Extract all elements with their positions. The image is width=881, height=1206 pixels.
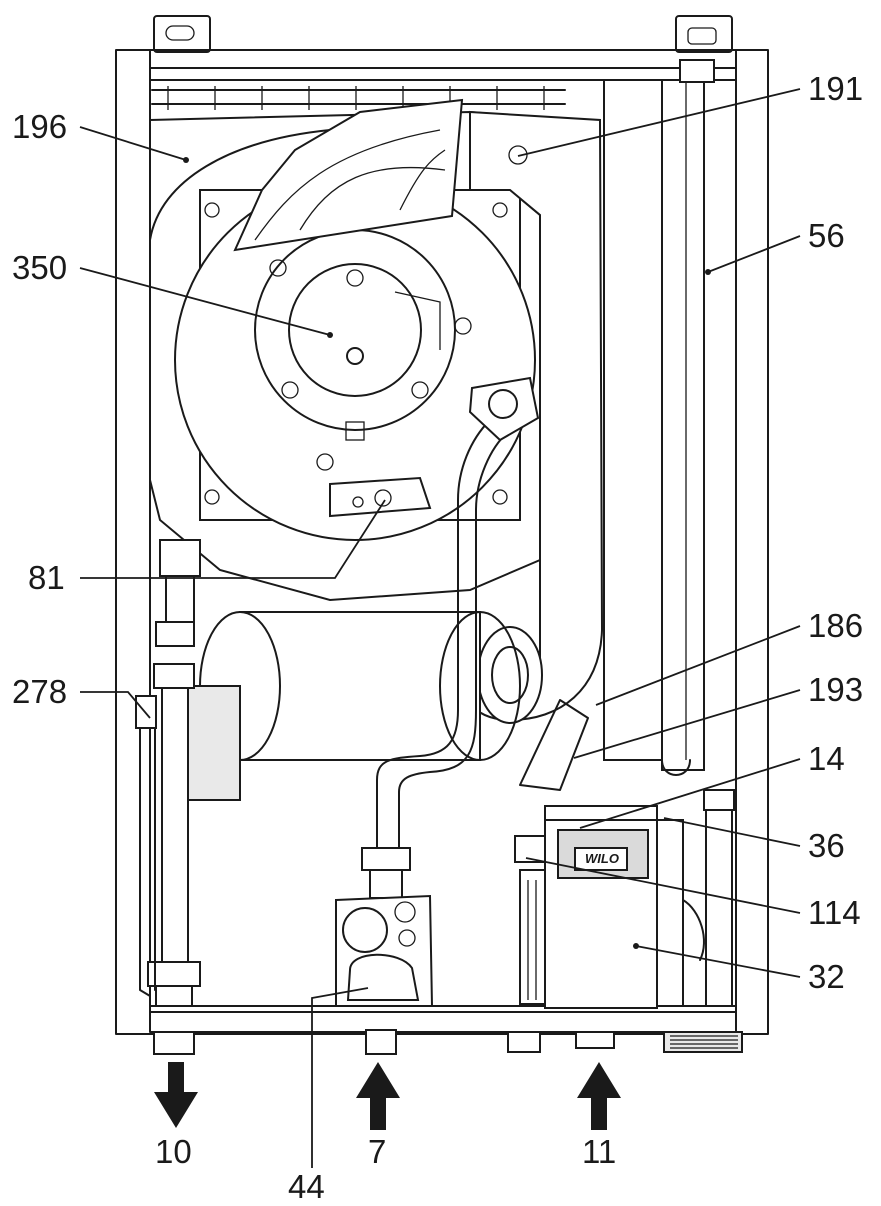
inlet-arrow-11 (577, 1062, 621, 1130)
circulation-pump (514, 699, 684, 1009)
callout-32: 32 (808, 958, 845, 995)
callout-186: 186 (808, 607, 864, 644)
callout-114: 114 (808, 894, 861, 931)
inlet-arrow-7 (356, 1062, 400, 1130)
pump-brand-logo: WILO (585, 851, 619, 866)
left-pipework (135, 539, 201, 1007)
callout-350: 350 (12, 249, 68, 286)
callout-191: 191 (808, 70, 864, 107)
callout-196: 196 (12, 108, 68, 145)
gas-pipe (376, 376, 540, 851)
leader-lines (79, 88, 801, 1168)
bottom-connections (153, 1031, 743, 1055)
callout-278: 278 (12, 673, 68, 710)
callout-14: 14 (808, 740, 845, 777)
mounting-brackets (153, 15, 733, 53)
fan-burner-assembly (174, 98, 536, 541)
callout-11: 11 (582, 1133, 617, 1170)
boiler-casing (115, 49, 769, 1035)
callout-10: 10 (155, 1133, 192, 1170)
callout-193: 193 (808, 671, 864, 708)
callout-56: 56 (808, 217, 845, 254)
fan-top-rail (151, 86, 566, 110)
gas-valve (335, 847, 434, 1055)
right-pipework (682, 789, 735, 1007)
callout-81: 81 (28, 559, 65, 596)
outlet-arrow-10 (154, 1062, 198, 1128)
callout-44: 44 (288, 1168, 325, 1205)
expansion-vessel (185, 611, 521, 801)
callout-36: 36 (808, 827, 845, 864)
heat-exchanger-column (603, 59, 715, 776)
callout-7: 7 (368, 1133, 387, 1170)
